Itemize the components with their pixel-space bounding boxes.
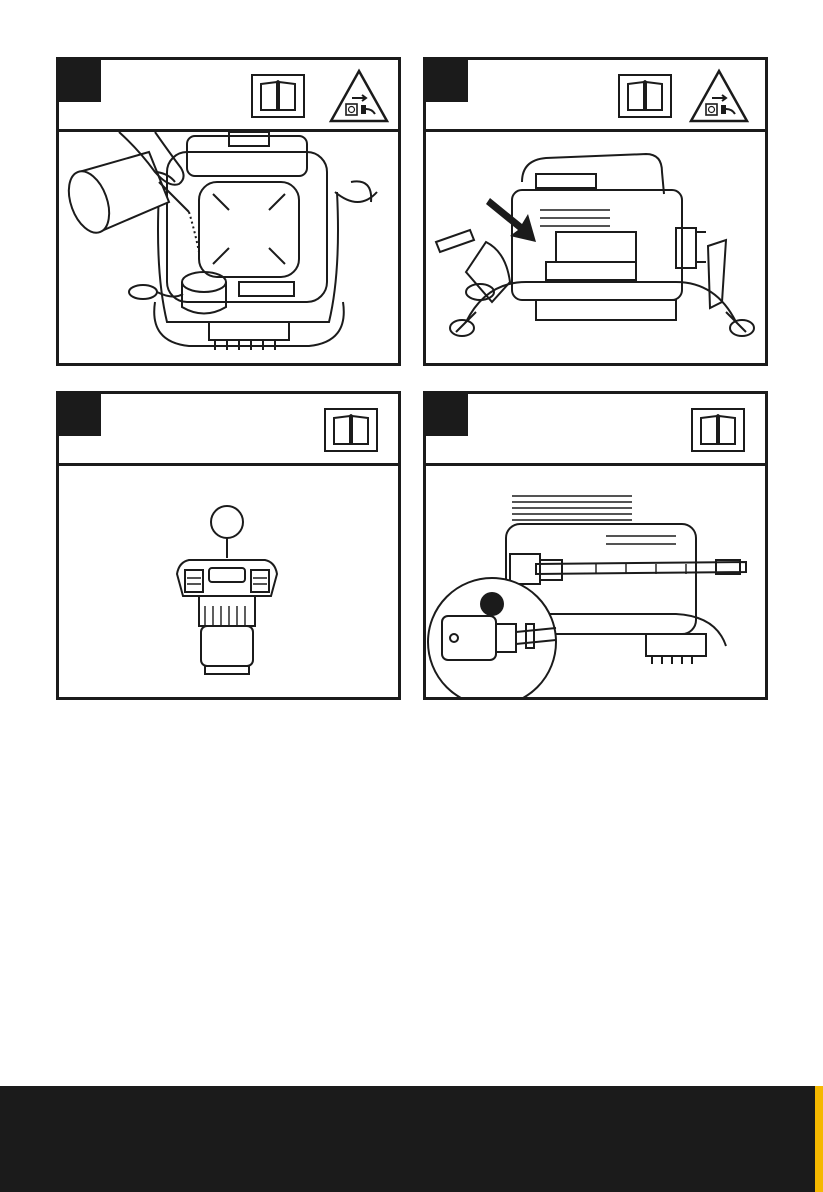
step-panel-3-header [59, 394, 398, 466]
step-panel-2-header [426, 60, 765, 132]
step-panel-3 [56, 391, 401, 700]
step-panel-4 [423, 391, 768, 700]
step-panel-1 [56, 57, 401, 366]
unplug-warning-icon [328, 68, 390, 124]
footer-accent-edge [815, 1086, 823, 1192]
hose-connection-illustration [426, 466, 765, 697]
manual-icon [618, 74, 672, 118]
nozzle-detail-illustration [59, 466, 398, 697]
step-panel-1-header [59, 60, 398, 132]
manual-icon [324, 408, 378, 452]
footer-band [0, 1086, 823, 1192]
step-panel-4-header [426, 394, 765, 466]
step-number-badge [59, 60, 101, 102]
filling-detergent-tank-illustration [59, 132, 398, 363]
step-number-badge [59, 394, 101, 436]
step-number-badge [426, 394, 468, 436]
inserting-detergent-tank-illustration [426, 132, 765, 363]
unplug-warning-icon [688, 68, 750, 124]
step-panel-2 [423, 57, 768, 366]
manual-icon [251, 74, 305, 118]
step-number-badge [426, 60, 468, 102]
manual-icon [691, 408, 745, 452]
